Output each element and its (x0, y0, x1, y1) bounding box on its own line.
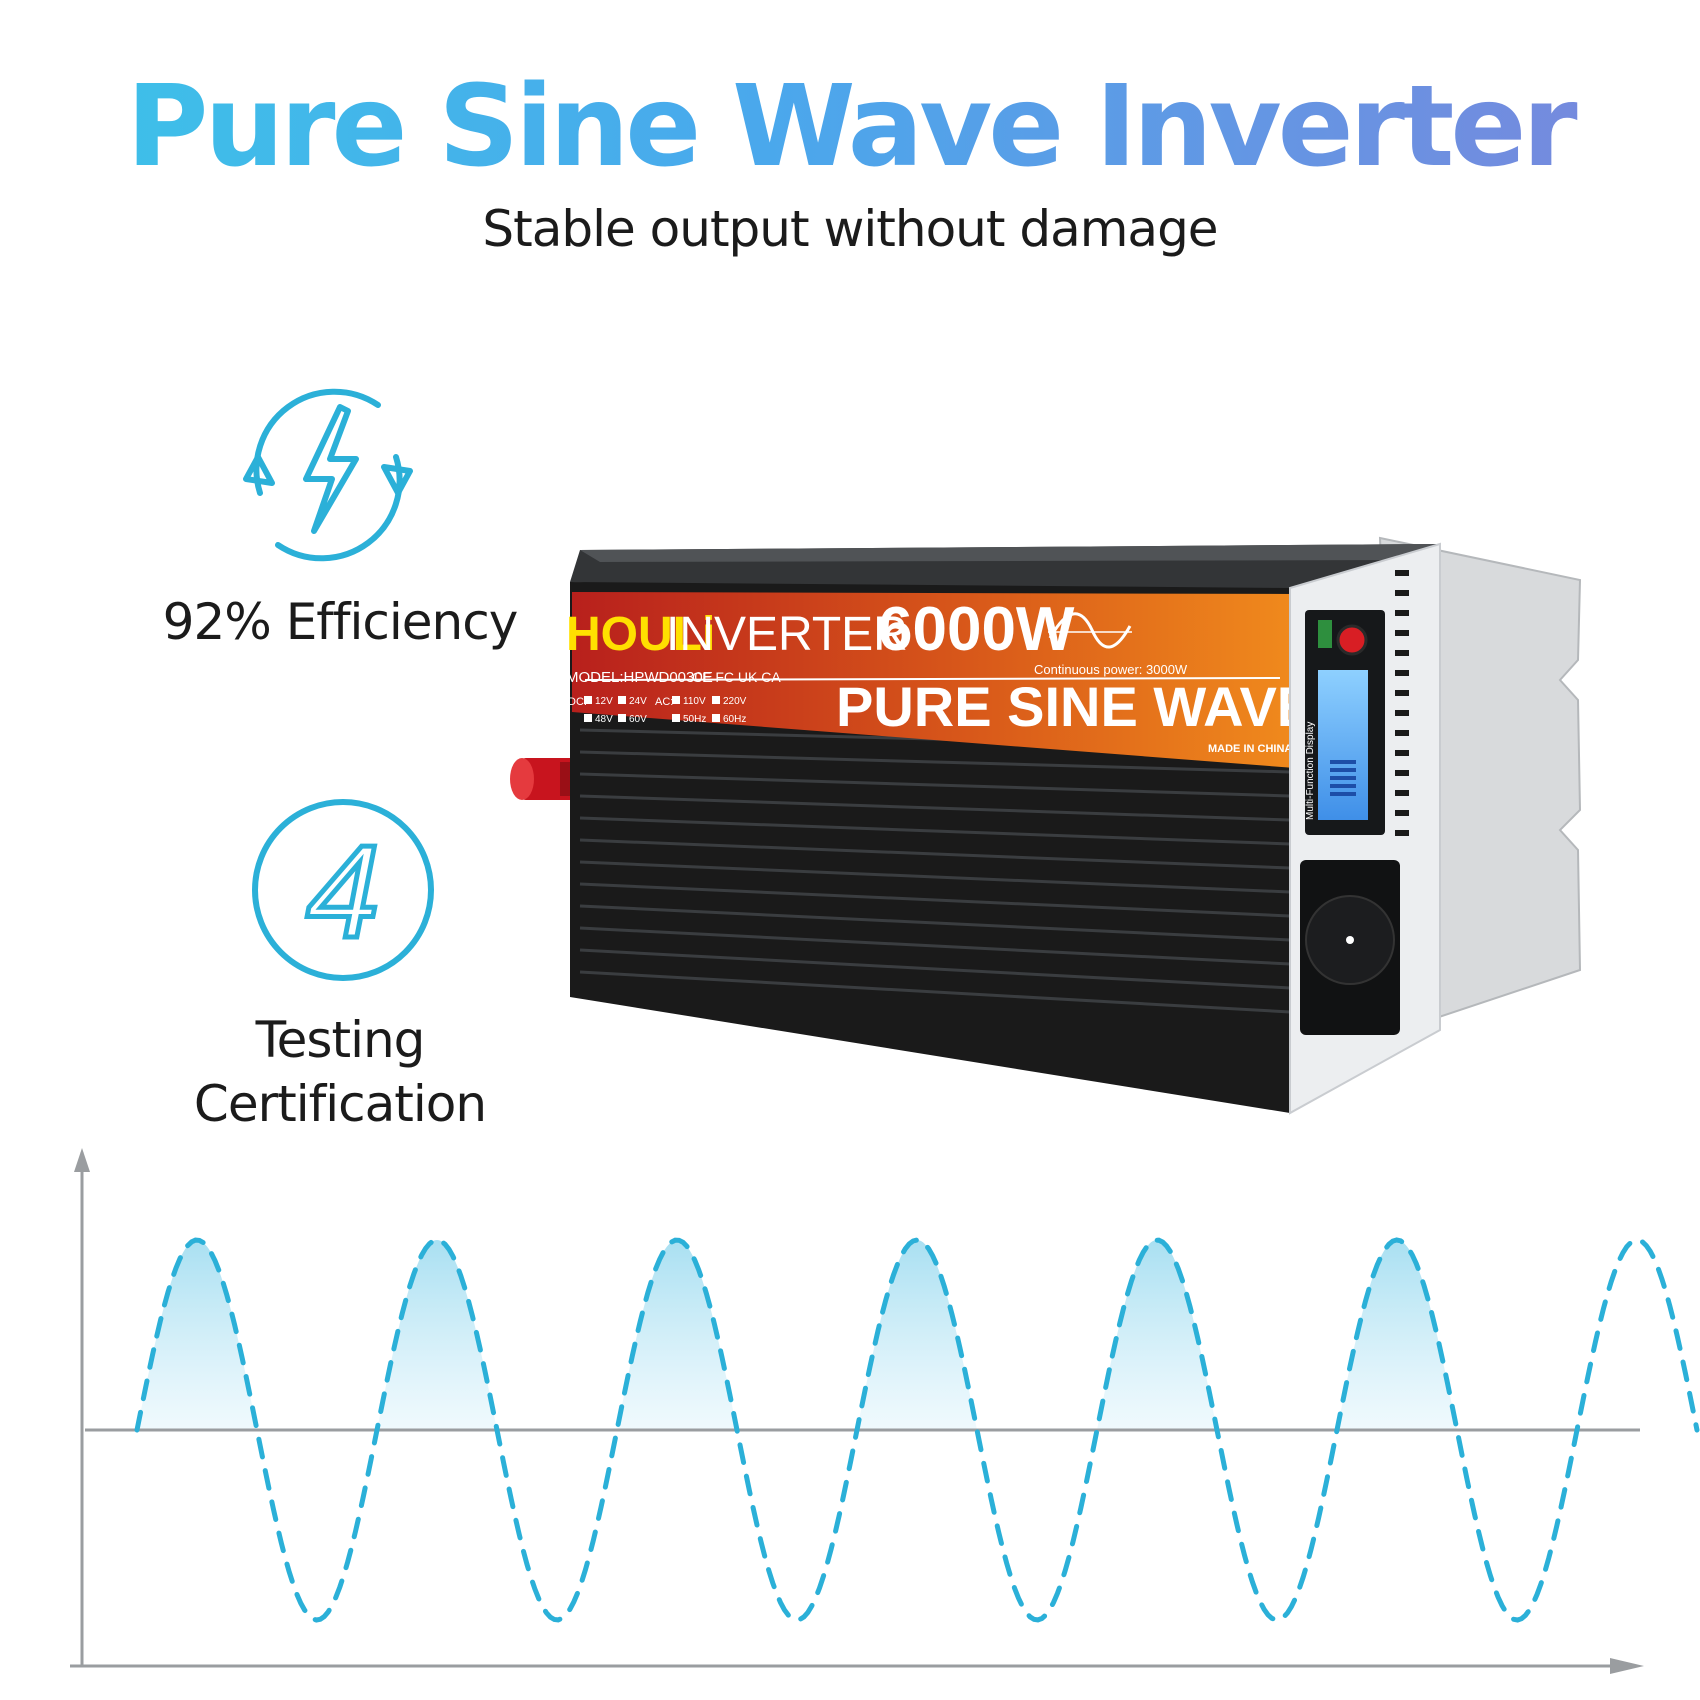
sine-wave-icon (1048, 612, 1132, 649)
usb-port (1318, 620, 1332, 648)
testing-label-line1: Testing (255, 1011, 426, 1069)
dc-option: 12V (595, 696, 613, 707)
ac-option: 50Hz (683, 714, 706, 725)
brand-name: HOULi (566, 608, 715, 661)
ac-option: 110V (683, 696, 706, 707)
x-axis-arrow (1610, 1658, 1644, 1674)
origin-label: MADE IN CHINA (1208, 743, 1292, 755)
y-axis-arrow (74, 1148, 90, 1172)
ac-label: AC: (655, 696, 673, 708)
power-rating: 6000W (878, 595, 1075, 664)
dc-label: DC: (568, 696, 587, 708)
continuous-power: Continuous power: 3000W (1034, 662, 1188, 677)
dc-option: 60V (629, 714, 647, 725)
efficiency-label: 92% Efficiency (162, 593, 519, 651)
product-label (572, 592, 1295, 768)
product-name: INVERTER (666, 608, 908, 661)
number-4-circle-icon: 4 (252, 799, 434, 981)
sine-wave-graph (70, 1148, 1700, 1674)
lcd-display (1318, 670, 1368, 820)
side-vents (1395, 570, 1409, 836)
cert-marks: CE FC UK CA (692, 669, 781, 685)
dc-option: 24V (629, 696, 647, 707)
wave-fill-hump (617, 1240, 737, 1430)
ac-option: 60Hz (723, 714, 746, 725)
spec-checkboxes (584, 696, 720, 722)
lightning-cycle-icon (243, 388, 413, 562)
wave-fill-hump (377, 1240, 497, 1430)
wave-fill-hump (857, 1240, 977, 1430)
dc-option: 48V (595, 714, 613, 725)
badge-number: 4 (306, 818, 379, 965)
testing-label-line2: Certification (193, 1075, 487, 1133)
sine-wave-line (134, 1237, 1700, 1623)
page-subtitle: Stable output without damage (482, 200, 1218, 258)
wave-fill-hump (1097, 1240, 1217, 1430)
wave-fill-hump (1337, 1240, 1457, 1430)
display-label: Multi-Function Display (1305, 722, 1316, 820)
page-title: Pure Sine Wave Inverter (0, 62, 1700, 192)
wave-fill-hump (137, 1240, 257, 1430)
model-number: MODEL:HPWD0030E (566, 669, 713, 686)
wave-type-label: PURE SINE WAVE (836, 675, 1314, 738)
inverter-product-image: HOULi INVERTER 6000W Continuous power: 3… (510, 536, 1582, 1115)
ac-option: 220V (723, 696, 747, 707)
power-switch[interactable] (1336, 624, 1368, 656)
